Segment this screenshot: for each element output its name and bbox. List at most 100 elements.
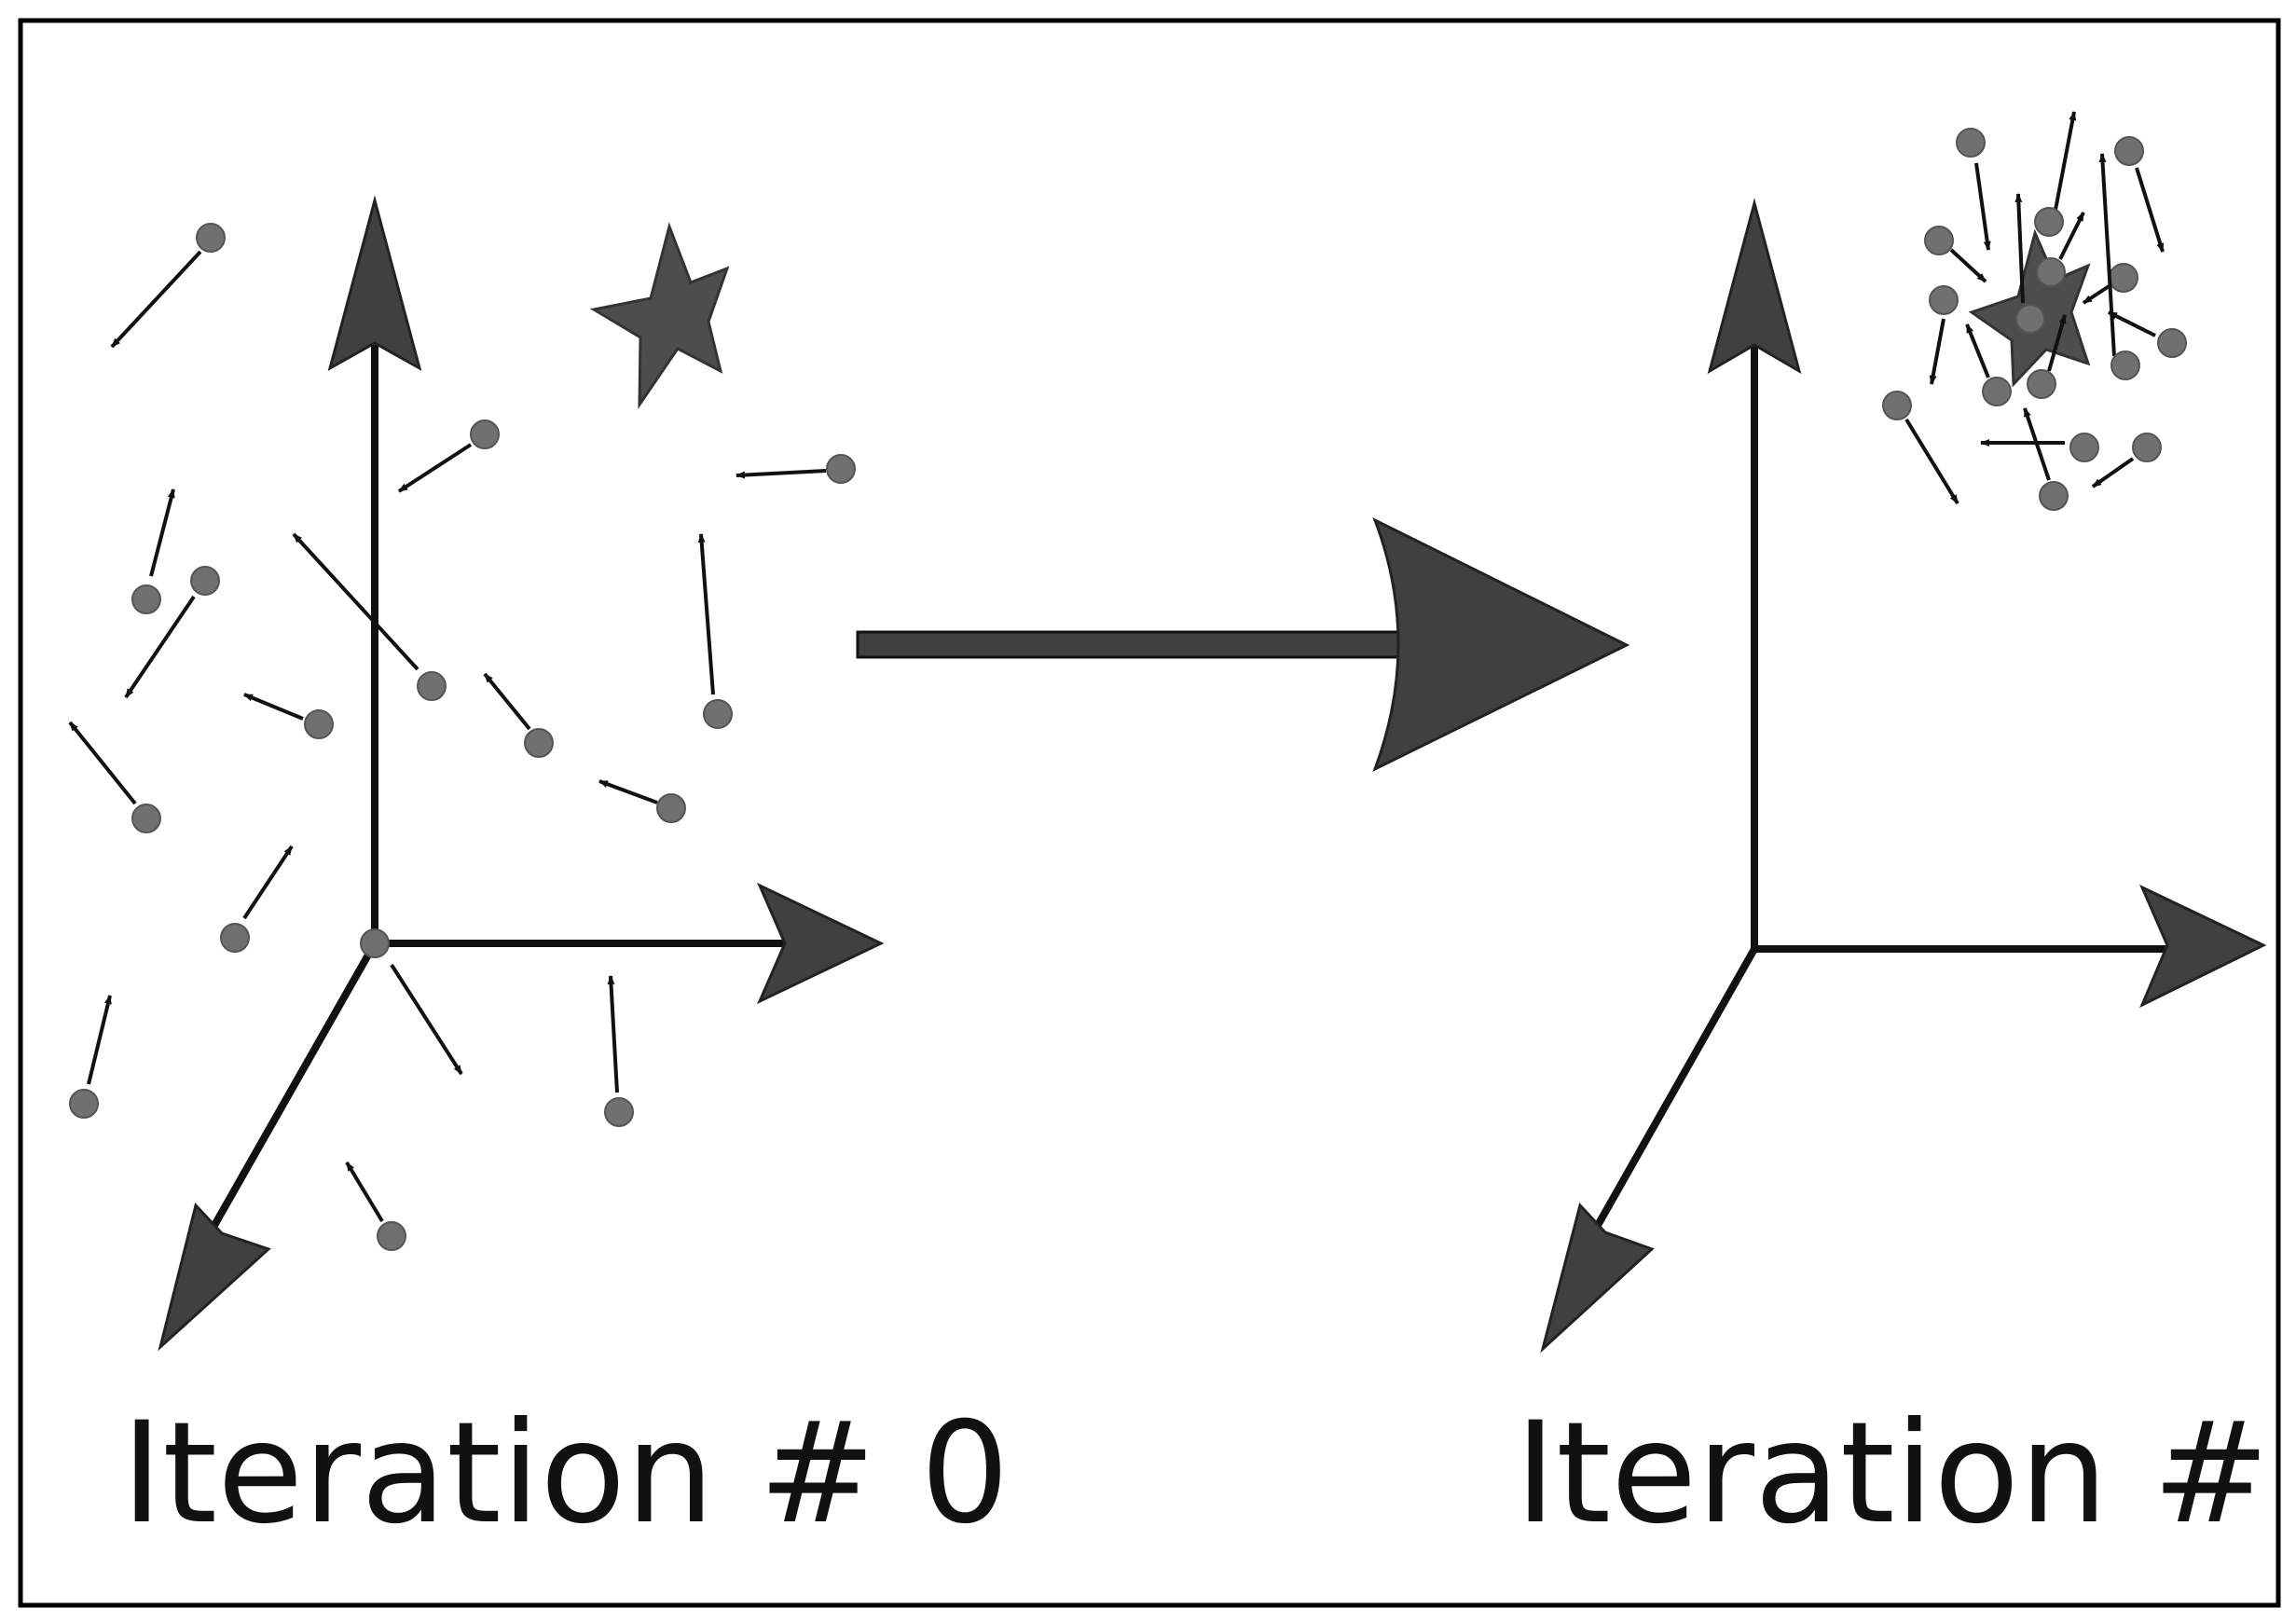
velocity-arrow <box>2135 167 2165 253</box>
particle <box>220 845 294 953</box>
particle <box>110 223 226 349</box>
velocity-arrow <box>2023 407 2051 481</box>
particle <box>2014 193 2045 334</box>
particle-dot <box>2027 369 2056 399</box>
particle <box>598 779 686 823</box>
particle <box>292 532 447 701</box>
velocity-arrow <box>697 533 715 695</box>
particle-dot <box>2109 263 2138 293</box>
particle <box>2091 433 2162 488</box>
particle <box>2114 136 2165 253</box>
z-axis-arrowhead <box>158 1202 271 1352</box>
particle-dot <box>131 584 161 614</box>
particle <box>1929 285 1959 385</box>
velocity-arrow <box>2098 153 2116 357</box>
velocity-arrow <box>345 1161 384 1223</box>
caption-iteration-0: Iteration # 0 <box>121 1393 1010 1555</box>
particle-dot <box>417 671 447 701</box>
y-axis-arrowhead <box>1707 198 1802 375</box>
particle-swarm-iteration-0 <box>68 223 856 1251</box>
x-axis-arrowhead <box>2139 884 2267 1009</box>
particle-dot <box>2132 433 2162 462</box>
velocity-arrow <box>1974 162 1991 251</box>
particle-dot <box>703 699 733 729</box>
particle <box>1882 391 1959 505</box>
velocity-arrow <box>397 443 473 493</box>
particle <box>483 672 554 758</box>
particle-dot <box>1982 377 2012 406</box>
particle <box>397 419 500 493</box>
particle <box>1980 433 2099 462</box>
particle <box>69 995 112 1119</box>
particle-dot <box>196 223 226 253</box>
velocity-arrow <box>598 779 658 804</box>
axes-iteration-0 <box>209 332 785 1232</box>
velocity-arrow <box>87 995 112 1085</box>
particle <box>2023 407 2069 511</box>
velocity-arrow <box>2014 193 2025 304</box>
particle-dot <box>131 804 161 833</box>
particle-dot <box>2157 328 2187 358</box>
particle-dot <box>190 566 220 596</box>
axes-iteration-n <box>1592 337 2168 1232</box>
velocity-arrow <box>390 963 463 1076</box>
particle-dot <box>2039 481 2069 511</box>
transition-arrowhead <box>1372 516 1630 773</box>
x-axis-arrowhead <box>757 882 885 1005</box>
particle <box>736 454 856 484</box>
velocity-arrow <box>736 469 827 479</box>
particle <box>2108 310 2187 358</box>
caption-iteration-n: Iteration # N <box>1515 1393 2296 1555</box>
particle <box>1956 128 1991 251</box>
particle <box>697 533 733 729</box>
particle-dot <box>524 728 554 758</box>
velocity-arrow <box>2091 457 2135 488</box>
particle-dot <box>2015 304 2045 334</box>
panel-iteration-0: Iteration # 0 <box>68 195 1010 1555</box>
velocity-arrow <box>1929 318 1945 385</box>
velocity-arrow <box>2108 310 2156 337</box>
particle-dot <box>1929 285 1959 315</box>
particle <box>604 975 634 1127</box>
particle-swarm-iteration-n <box>1882 111 2187 511</box>
velocity-arrow <box>242 845 294 920</box>
velocity-arrow <box>483 672 531 731</box>
particle-dot <box>220 923 250 953</box>
particle-dot <box>360 928 390 958</box>
z-axis-arrowhead <box>1540 1202 1655 1354</box>
velocity-arrow <box>1904 418 1959 505</box>
velocity-arrow <box>2047 314 2067 372</box>
velocity-arrow <box>607 975 619 1093</box>
particle <box>345 1161 406 1251</box>
particle <box>68 721 161 833</box>
velocity-arrow <box>68 721 137 805</box>
particle-dot <box>656 793 686 823</box>
particle-dot <box>304 709 334 739</box>
particle <box>2036 212 2085 287</box>
velocity-arrow <box>292 532 419 671</box>
particle <box>1924 226 1987 283</box>
velocity-arrow <box>2058 212 2085 260</box>
particle-dot <box>1924 226 1954 255</box>
panel-iteration-n: Iteration # N <box>1515 111 2296 1555</box>
z-axis-line <box>1592 945 1758 1232</box>
particle <box>2027 314 2067 399</box>
z-axis-line <box>209 940 378 1232</box>
particle-dot <box>604 1097 634 1127</box>
particle-dot <box>69 1089 99 1119</box>
star-icon <box>589 222 730 409</box>
particle <box>131 488 175 614</box>
velocity-arrow <box>110 250 202 349</box>
velocity-arrow <box>1949 248 1987 283</box>
particle-dot <box>470 419 500 449</box>
particle-dot <box>377 1221 406 1251</box>
velocity-arrow <box>1965 323 1990 378</box>
velocity-arrow <box>124 595 196 699</box>
y-axis-arrowhead <box>327 195 422 372</box>
particle-dot <box>2110 351 2140 380</box>
particle <box>1965 323 2012 406</box>
transition-arrow-shaft <box>856 630 1409 659</box>
particle <box>2098 153 2140 380</box>
particle-dot <box>826 454 856 484</box>
